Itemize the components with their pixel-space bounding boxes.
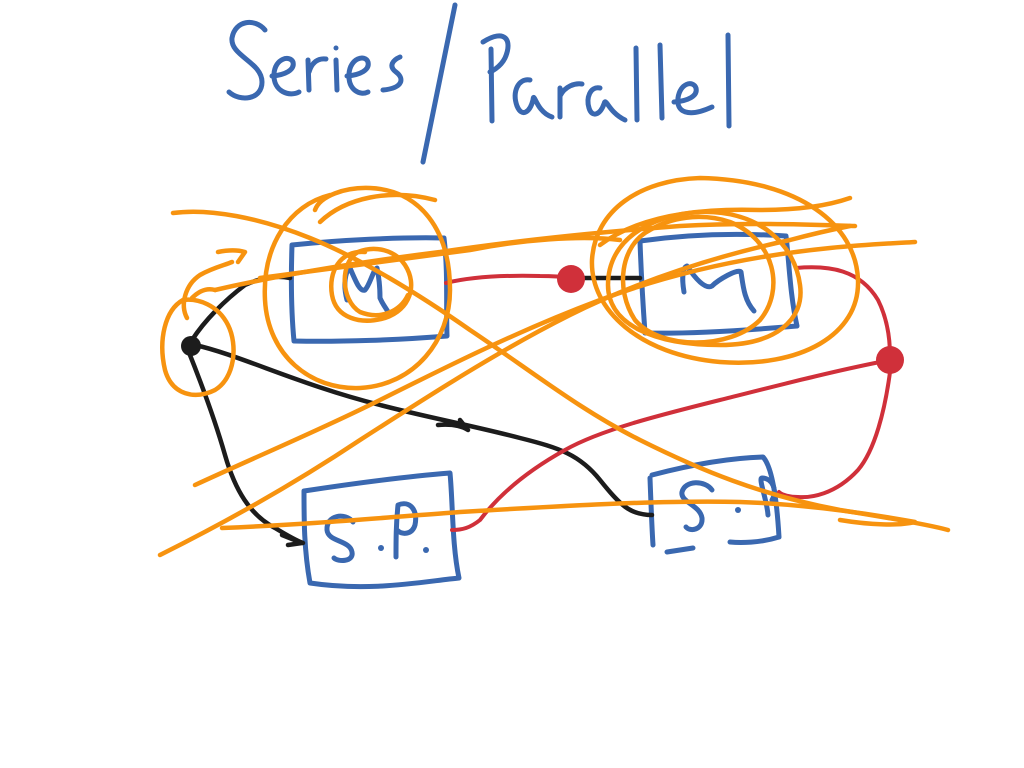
svg-text:M: M (0, 0, 14, 4)
title-series: Series (226, 20, 404, 101)
motor-2-box (637, 231, 800, 336)
scribble-motor-1-big-circle (262, 185, 453, 391)
solar-panel-1-glyph-p (393, 501, 419, 560)
junction-node-black (181, 336, 201, 356)
scribble-motor-1-top-arc (317, 192, 438, 225)
scribble-motor-1-inner-circle (329, 246, 414, 323)
page-title: Series Parallel (226, 2, 732, 165)
title-parallel: Parallel (480, 32, 732, 129)
wire-node-to-solar-panel-2 (192, 342, 655, 518)
junction-node-red-1 (557, 265, 585, 293)
scribble-dash (189, 287, 218, 301)
scribble-small-arrow (215, 248, 248, 265)
scribble-node-loop (181, 259, 235, 321)
motor-1-glyph (342, 265, 391, 315)
scribble-motor-2-middle (605, 209, 803, 348)
wire-motor-1-to-motor-2 (444, 273, 574, 285)
solar-panel-1: S.P. (0, 0, 462, 590)
motor-1-box (288, 235, 450, 344)
svg-text:S.P.: S.P. (0, 0, 27, 4)
scribble-node-circle (160, 297, 236, 398)
title-separator (420, 2, 458, 165)
scribble-line-bottom-horizontal (219, 499, 918, 531)
positive-wires (444, 265, 904, 532)
wire-motor-2-to-right-node (794, 265, 892, 358)
motor-1: M (0, 0, 450, 344)
svg-text:M: M (0, 0, 14, 4)
wire-arrow-mid (435, 417, 471, 433)
solar-panel-1-box (301, 470, 462, 590)
solar-panel-2-glyph-p (758, 475, 777, 518)
scribble-line-diagonal-1 (192, 239, 918, 488)
solar-panel-2-stub (664, 545, 696, 555)
wire-right-node-to-solar-panel-2 (777, 370, 892, 500)
junction-node-red-2 (876, 346, 904, 374)
scribble-line-upper-horizontal-2 (257, 235, 623, 281)
solar-panel-1-dot-1 (378, 545, 384, 551)
scribble-motor-2-top-stroke (597, 195, 853, 248)
wire-arrow-sp1 (279, 532, 305, 548)
wire-right-node-to-solar-panel-1 (450, 360, 882, 532)
svg-text:S.P.: S.P. (0, 0, 27, 4)
cross-out-scribbles (157, 175, 951, 558)
solar-panel-1-glyph-s (324, 513, 356, 563)
solar-panel-2-dot (735, 507, 741, 513)
solar-panel-1-dot-2 (423, 547, 429, 553)
solar-panel-2-glyph-s (679, 480, 715, 533)
scribble-line-diagonal-2 (157, 223, 853, 558)
